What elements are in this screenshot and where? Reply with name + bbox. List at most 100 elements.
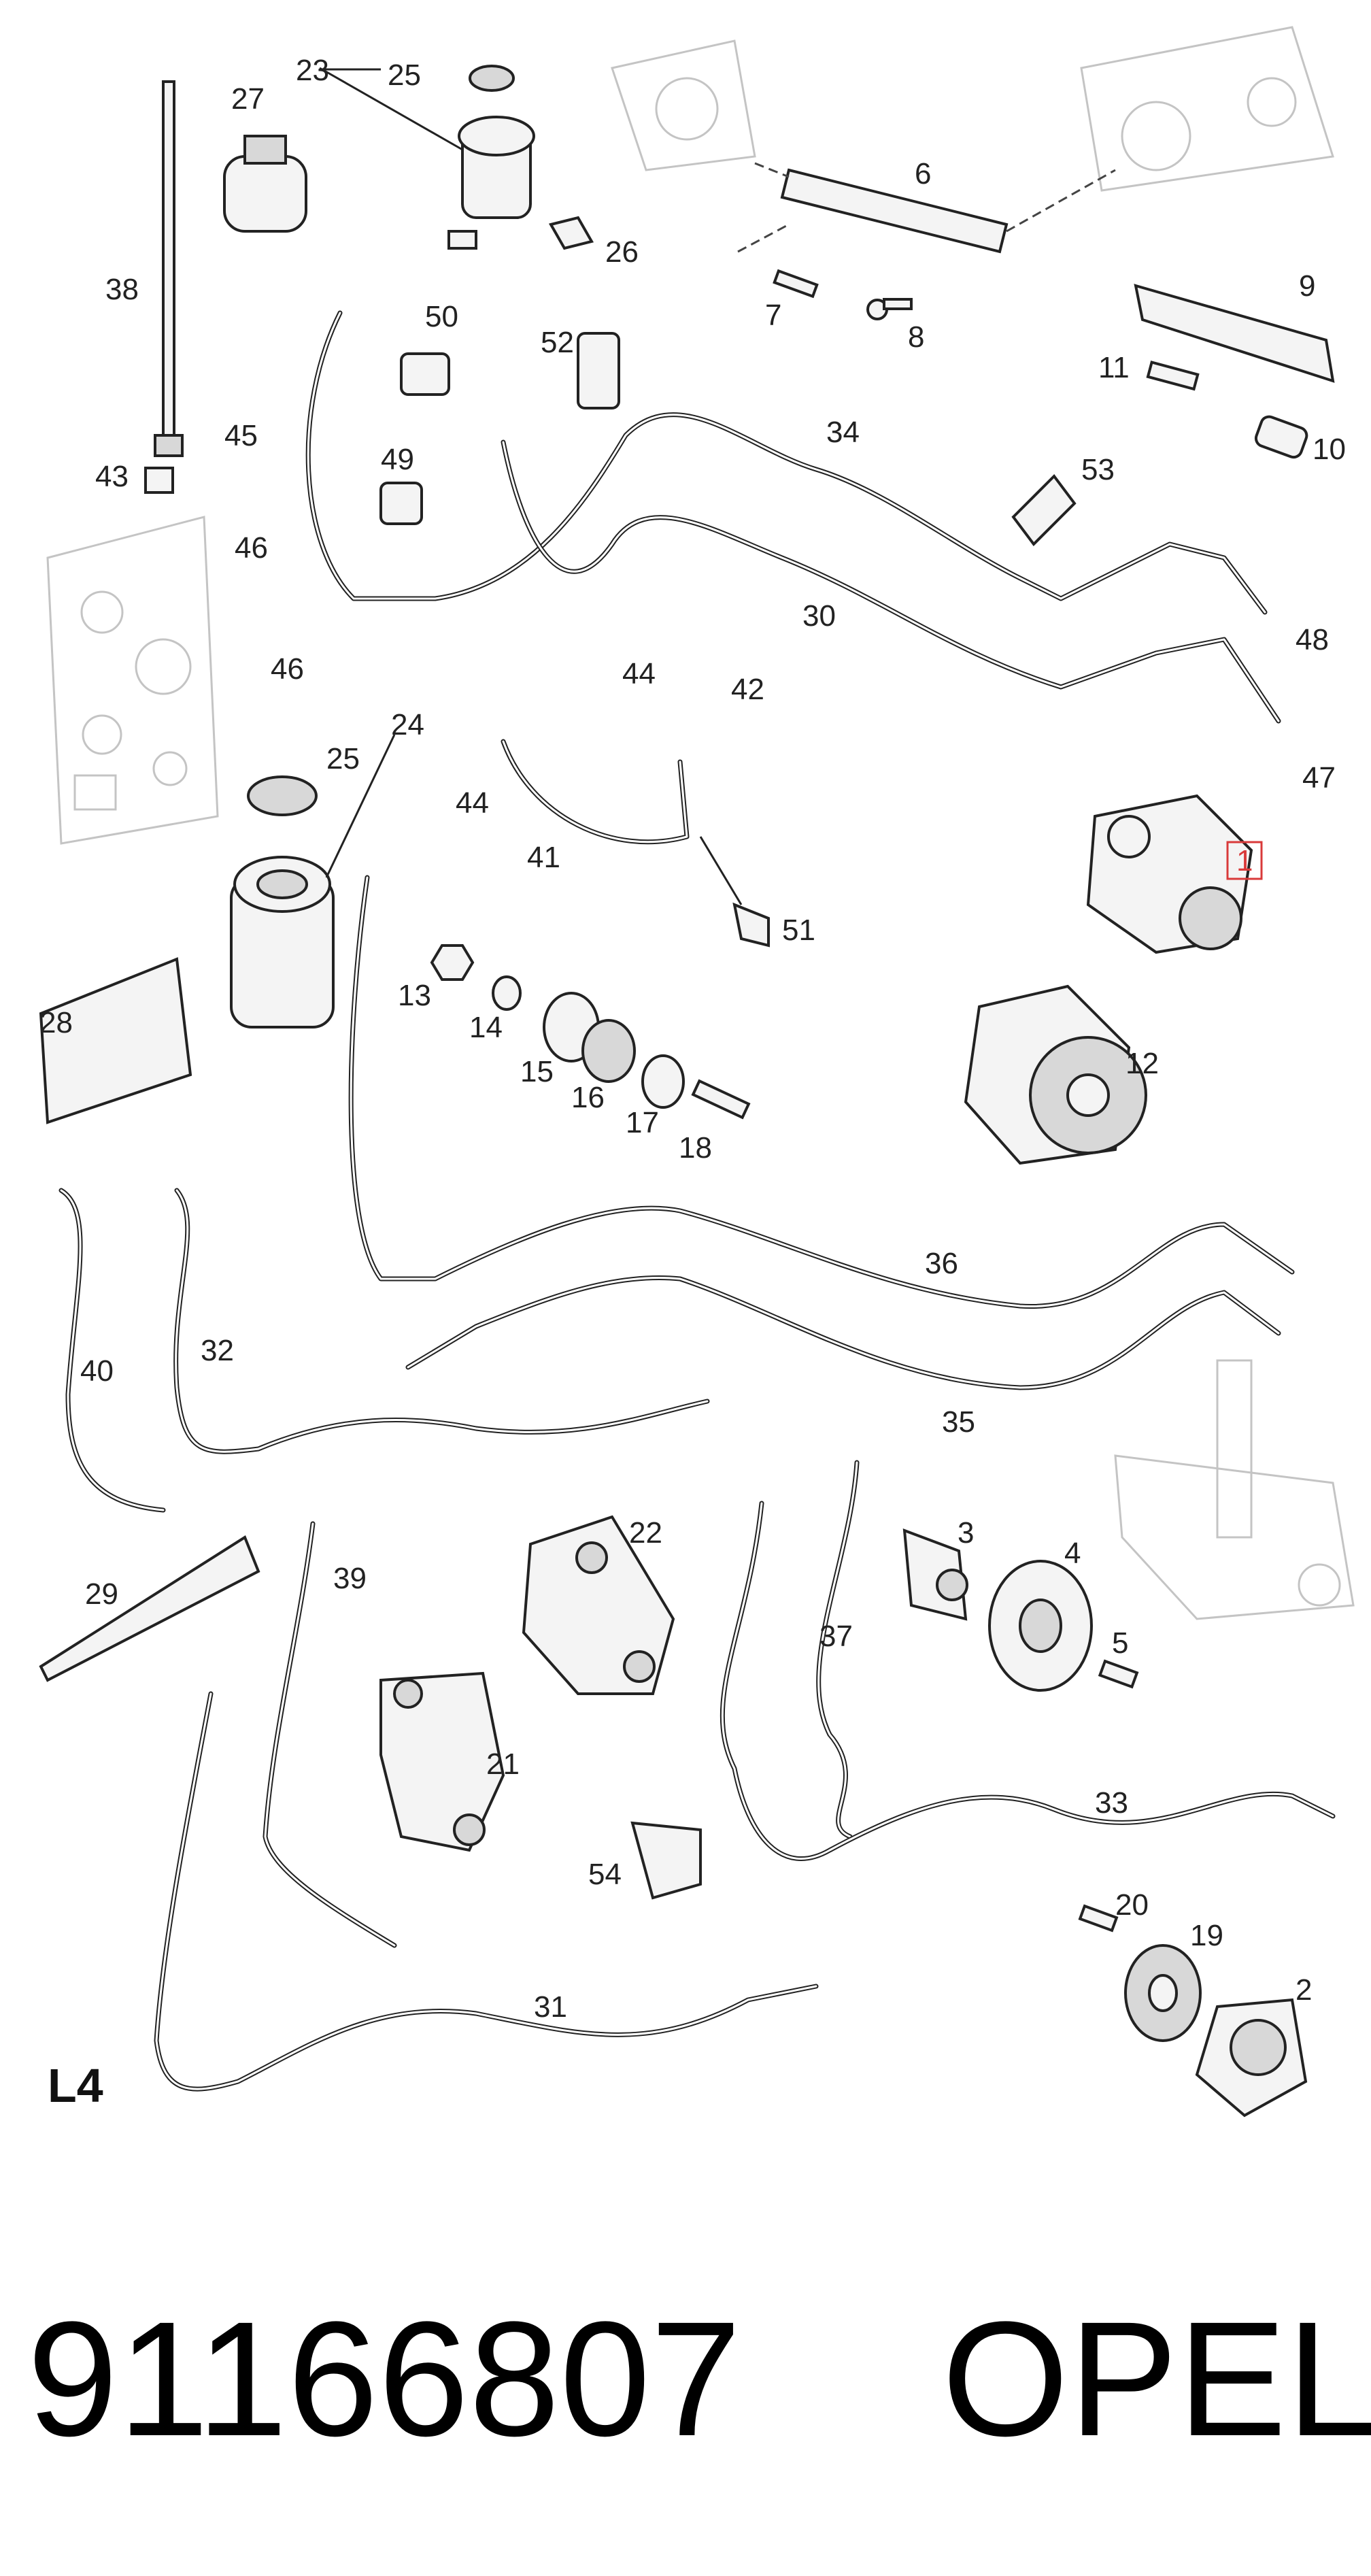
brand-name: OPEL — [942, 2288, 1371, 2470]
callout-53: 53 — [1081, 453, 1115, 486]
callout-34: 34 — [826, 416, 860, 449]
highlight-box-part-1 — [1226, 841, 1263, 880]
bracket-part-28 — [39, 957, 192, 1124]
callout-12: 12 — [1125, 1047, 1159, 1080]
clip-part-26 — [548, 216, 594, 250]
callout-46: 46 — [235, 531, 268, 565]
callout-54: 54 — [588, 1858, 622, 1891]
bolt-part-11 — [1146, 361, 1200, 391]
callout-41: 41 — [527, 841, 560, 874]
ghost-engine-block-left — [46, 516, 219, 845]
bracket-part-9 — [1134, 284, 1335, 383]
callout-42: 42 — [731, 673, 764, 706]
callout-29: 29 — [85, 1577, 118, 1611]
reservoir-part-23 — [447, 65, 535, 250]
washer-part-14 — [492, 975, 522, 1011]
ghost-steering-rack — [1114, 1359, 1355, 1620]
callout-1-highlighted[interactable]: 1 — [1236, 844, 1253, 877]
cap-part-25 — [247, 775, 318, 816]
bolt-part-8 — [866, 298, 913, 320]
callout-11: 11 — [1098, 351, 1130, 384]
callout-26: 26 — [605, 235, 639, 269]
callout-3: 3 — [958, 1516, 974, 1550]
callout-47: 47 — [1302, 761, 1336, 794]
callout-23: 23 — [296, 54, 329, 87]
callout-25: 25 — [326, 742, 360, 775]
clip-part-50 — [400, 352, 450, 396]
callout-20: 20 — [1115, 1888, 1149, 1922]
gear-part-16 — [581, 1019, 636, 1083]
callout-2: 2 — [1296, 1973, 1312, 2007]
callout-27: 27 — [231, 82, 265, 116]
callout-51: 51 — [782, 914, 815, 947]
callout-43: 43 — [95, 460, 129, 493]
callout-22: 22 — [629, 1516, 662, 1550]
clip-part-54 — [630, 1821, 702, 1900]
pump-part-2 — [1195, 1998, 1308, 2118]
callout-13: 13 — [398, 979, 431, 1012]
callout-5: 5 — [1112, 1626, 1128, 1660]
pump-part-12 — [964, 984, 1147, 1165]
callout-19: 19 — [1190, 1919, 1223, 1952]
callout-15: 15 — [520, 1055, 554, 1088]
callout-40: 40 — [80, 1354, 114, 1388]
mount-part-29 — [39, 1535, 260, 1682]
callout-31: 31 — [534, 1990, 567, 2024]
callout-49: 49 — [381, 443, 414, 476]
callout-17: 17 — [626, 1106, 659, 1139]
callout-46: 46 — [271, 652, 304, 686]
part-number: 91166807 — [27, 2288, 741, 2470]
callout-7: 7 — [765, 299, 781, 332]
callout-4: 4 — [1064, 1537, 1081, 1570]
callout-18: 18 — [679, 1131, 712, 1165]
bolt-part-20 — [1078, 1904, 1119, 1933]
bolt-part-5 — [1098, 1659, 1139, 1689]
reservoir-part-24 — [230, 856, 335, 1028]
dipstick-part-38 — [144, 80, 184, 494]
callout-37: 37 — [819, 1620, 853, 1653]
callout-25: 25 — [388, 58, 421, 92]
callout-35: 35 — [942, 1405, 975, 1439]
clip-part-51 — [732, 902, 770, 948]
nut-part-13 — [430, 944, 475, 981]
clip-part-49 — [379, 482, 423, 525]
callout-labels: 23 25 27 26 6 7 8 9 11 10 38 50 52 34 53… — [39, 54, 1346, 2024]
callout-52: 52 — [541, 326, 574, 359]
callout-39: 39 — [333, 1562, 367, 1595]
pulley-part-4 — [988, 1560, 1093, 1692]
callout-10: 10 — [1313, 433, 1346, 466]
bracket-part-3 — [902, 1528, 968, 1621]
bolt-part-7 — [773, 269, 819, 299]
callout-32: 32 — [201, 1334, 234, 1367]
callout-16: 16 — [571, 1081, 605, 1114]
callout-36: 36 — [925, 1247, 958, 1280]
callout-8: 8 — [908, 320, 924, 354]
callout-38: 38 — [105, 273, 139, 306]
section-label: L4 — [48, 2059, 103, 2112]
leader-lines — [319, 67, 743, 905]
sleeve-part-10 — [1254, 415, 1308, 459]
callout-21: 21 — [486, 1747, 520, 1781]
callout-44: 44 — [622, 657, 656, 690]
clip-part-53 — [1011, 473, 1077, 547]
callout-30: 30 — [802, 599, 836, 633]
snap-ring-part-17 — [641, 1054, 685, 1109]
callout-24: 24 — [391, 708, 424, 741]
bracket-part-22 — [522, 1515, 675, 1695]
callout-50: 50 — [425, 300, 458, 333]
clamp-part-27 — [223, 135, 307, 233]
callout-48: 48 — [1296, 623, 1329, 656]
callout-6: 6 — [915, 157, 931, 190]
bracket-part-6 — [737, 162, 1116, 254]
callout-45: 45 — [224, 419, 258, 452]
hoses — [58, 310, 1336, 2092]
bracket-part-21 — [379, 1671, 505, 1852]
callout-9: 9 — [1299, 269, 1315, 303]
stud-part-18 — [691, 1079, 751, 1120]
callout-44: 44 — [456, 786, 489, 820]
pump-part-1 — [1086, 794, 1253, 954]
callout-14: 14 — [469, 1011, 503, 1044]
callout-28: 28 — [39, 1006, 73, 1039]
pulley-part-19 — [1124, 1944, 1202, 2042]
